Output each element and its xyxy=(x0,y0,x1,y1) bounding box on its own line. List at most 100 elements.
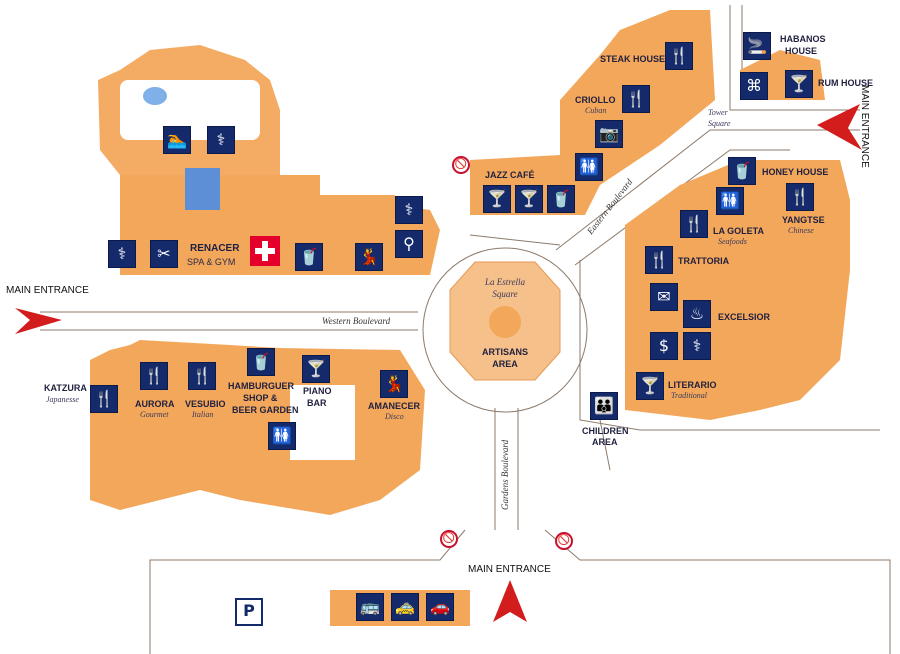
cigar-icon[interactable]: 🚬 xyxy=(743,32,771,60)
renacer-sub: SPA & GYM xyxy=(187,257,236,267)
fitness-icon[interactable]: 🏊 xyxy=(163,126,191,154)
vesubio-label: VESUBIO xyxy=(185,399,226,409)
piano-label: PIANO xyxy=(303,386,332,396)
goleta-sub: Seafoods xyxy=(718,237,747,246)
massage-icon[interactable]: ⚕ xyxy=(207,126,235,154)
excelsior-label: EXCELSIOR xyxy=(718,312,771,322)
lanes xyxy=(469,234,611,471)
plaza-name-2: Square xyxy=(492,289,518,299)
restrooms-icon[interactable]: 🚻 xyxy=(575,153,603,181)
children-icon[interactable]: 👪 xyxy=(590,392,618,420)
binoculars-icon[interactable]: ⌘ xyxy=(740,72,768,100)
spa-drink-icon[interactable]: 🥤 xyxy=(295,243,323,271)
western-boulevard-label: Western Boulevard xyxy=(322,316,391,326)
katzura-label: KATZURA xyxy=(44,383,87,393)
camera-icon[interactable]: 📷 xyxy=(595,120,623,148)
criollo-utensils-icon[interactable]: 🍴 xyxy=(622,85,650,113)
jazz-cocktail-icon-2[interactable]: 🍸 xyxy=(515,185,543,213)
west-restaurants-building xyxy=(90,340,425,515)
spa-icon-east[interactable]: ♨ xyxy=(683,300,711,328)
artisans-label: ARTISANS xyxy=(481,347,528,357)
rum-house-label: RUM HOUSE xyxy=(818,78,874,88)
vesubio-sub: Italian xyxy=(192,410,214,419)
east-entrance-label: MAIN ENTRANCE xyxy=(859,85,870,168)
restrooms-icon-east[interactable]: 🚻 xyxy=(716,187,744,215)
tower-label-2: Square xyxy=(708,119,731,128)
literario-label: LITERARIO xyxy=(668,380,717,390)
piano-label-2: BAR xyxy=(307,398,327,408)
piano-cut xyxy=(290,385,355,460)
steak-house-utensils-icon[interactable]: 🍴 xyxy=(665,42,693,70)
no-entry-icon-north: 🚫 xyxy=(452,156,470,174)
steak-house-label: STEAK HOUSE xyxy=(600,54,666,64)
piano-cocktail-icon[interactable]: 🍸 xyxy=(302,355,330,383)
children-label-2: AREA xyxy=(592,437,618,447)
plaza-ring xyxy=(422,247,588,413)
plaza-dome xyxy=(489,306,521,338)
hamburguer-label: HAMBURGUER xyxy=(228,381,294,391)
pool xyxy=(185,168,220,210)
criollo-sub: Cuban xyxy=(585,106,607,115)
vesubio-utensils-icon[interactable]: 🍴 xyxy=(188,362,216,390)
trattoria-label: TRATTORIA xyxy=(678,256,730,266)
yangtse-utensils-icon[interactable]: 🍴 xyxy=(786,183,814,211)
gardens-boulevard-road xyxy=(494,408,519,530)
katzura-utensils-icon[interactable]: 🍴 xyxy=(90,385,118,413)
south-entrance-arrow xyxy=(493,580,527,622)
habanos-label: HABANOS xyxy=(780,34,826,44)
tower-label: Tower xyxy=(708,108,728,117)
jazz-drink-icon[interactable]: 🥤 xyxy=(547,185,575,213)
taxi-icon[interactable]: 🚕 xyxy=(391,593,419,621)
no-entry-icon-sw: 🚫 xyxy=(440,530,458,548)
beauty-icon[interactable]: 💃 xyxy=(355,243,383,271)
mail-icon[interactable]: ✉ xyxy=(650,283,678,311)
habanos-label-2: HOUSE xyxy=(785,46,818,56)
literario-sub: Traditional xyxy=(671,391,708,400)
yangtse-label: YANGTSE xyxy=(782,215,825,225)
amanecer-label: AMANECER xyxy=(368,401,421,411)
gym-icon[interactable]: ⚕ xyxy=(108,240,136,268)
no-entry-icon-se: 🚫 xyxy=(555,532,573,550)
plaza-name: La Estrella xyxy=(485,277,525,287)
literario-cocktail-icon[interactable]: 🍸 xyxy=(636,372,664,400)
pool-small xyxy=(143,87,167,105)
criollo-label: CRIOLLO xyxy=(575,95,616,105)
goleta-label: LA GOLETA xyxy=(713,226,764,236)
hamburguer-drink-icon[interactable]: 🥤 xyxy=(247,348,275,376)
gardens-boulevard-label: Gardens Boulevard xyxy=(500,439,510,510)
east-lane xyxy=(579,260,880,431)
car-icon[interactable]: 🚗 xyxy=(426,593,454,621)
honey-drink-icon[interactable]: 🥤 xyxy=(728,157,756,185)
katzura-sub: Japanesse xyxy=(46,395,79,404)
shop-icon[interactable]: ⚕ xyxy=(683,332,711,360)
dollar-icon[interactable]: $ xyxy=(650,332,678,360)
bowling-icon[interactable]: ⚲ xyxy=(395,230,423,258)
west-entrance-label: MAIN ENTRANCE xyxy=(6,285,89,296)
western-boulevard-road xyxy=(40,311,418,331)
honey-house-label: HONEY HOUSE xyxy=(762,167,829,177)
trattoria-utensils-icon[interactable]: 🍴 xyxy=(645,246,673,274)
hamburguer-label-2: SHOP & xyxy=(243,393,278,403)
disco-dance-icon[interactable]: 💃 xyxy=(380,370,408,398)
yangtse-sub: Chinese xyxy=(788,226,814,235)
restrooms-icon-west[interactable]: 🚻 xyxy=(268,422,296,450)
bus-icon[interactable]: 🚌 xyxy=(356,593,384,621)
hairdresser-icon[interactable]: ✂ xyxy=(150,240,178,268)
rum-cocktail-icon[interactable]: 🍸 xyxy=(785,70,813,98)
west-entrance-arrow xyxy=(15,308,62,334)
jazz-cafe-label: JAZZ CAFÉ xyxy=(485,170,535,180)
aurora-sub: Gourmet xyxy=(140,410,169,419)
aurora-label: AURORA xyxy=(135,399,175,409)
jazz-cocktail-icon[interactable]: 🍸 xyxy=(483,185,511,213)
parking-lot-outline xyxy=(149,529,891,654)
amanecer-sub: Disco xyxy=(385,412,404,421)
children-label: CHILDREN xyxy=(582,426,629,436)
aurora-utensils-icon[interactable]: 🍴 xyxy=(140,362,168,390)
parking-icon[interactable]: P xyxy=(235,598,263,626)
snooker-icon[interactable]: ⚕ xyxy=(395,196,423,224)
first-aid-icon[interactable] xyxy=(250,236,280,266)
south-entrance-label: MAIN ENTRANCE xyxy=(468,564,551,575)
goleta-utensils-icon[interactable]: 🍴 xyxy=(680,210,708,238)
artisans-label-2: AREA xyxy=(492,359,518,369)
